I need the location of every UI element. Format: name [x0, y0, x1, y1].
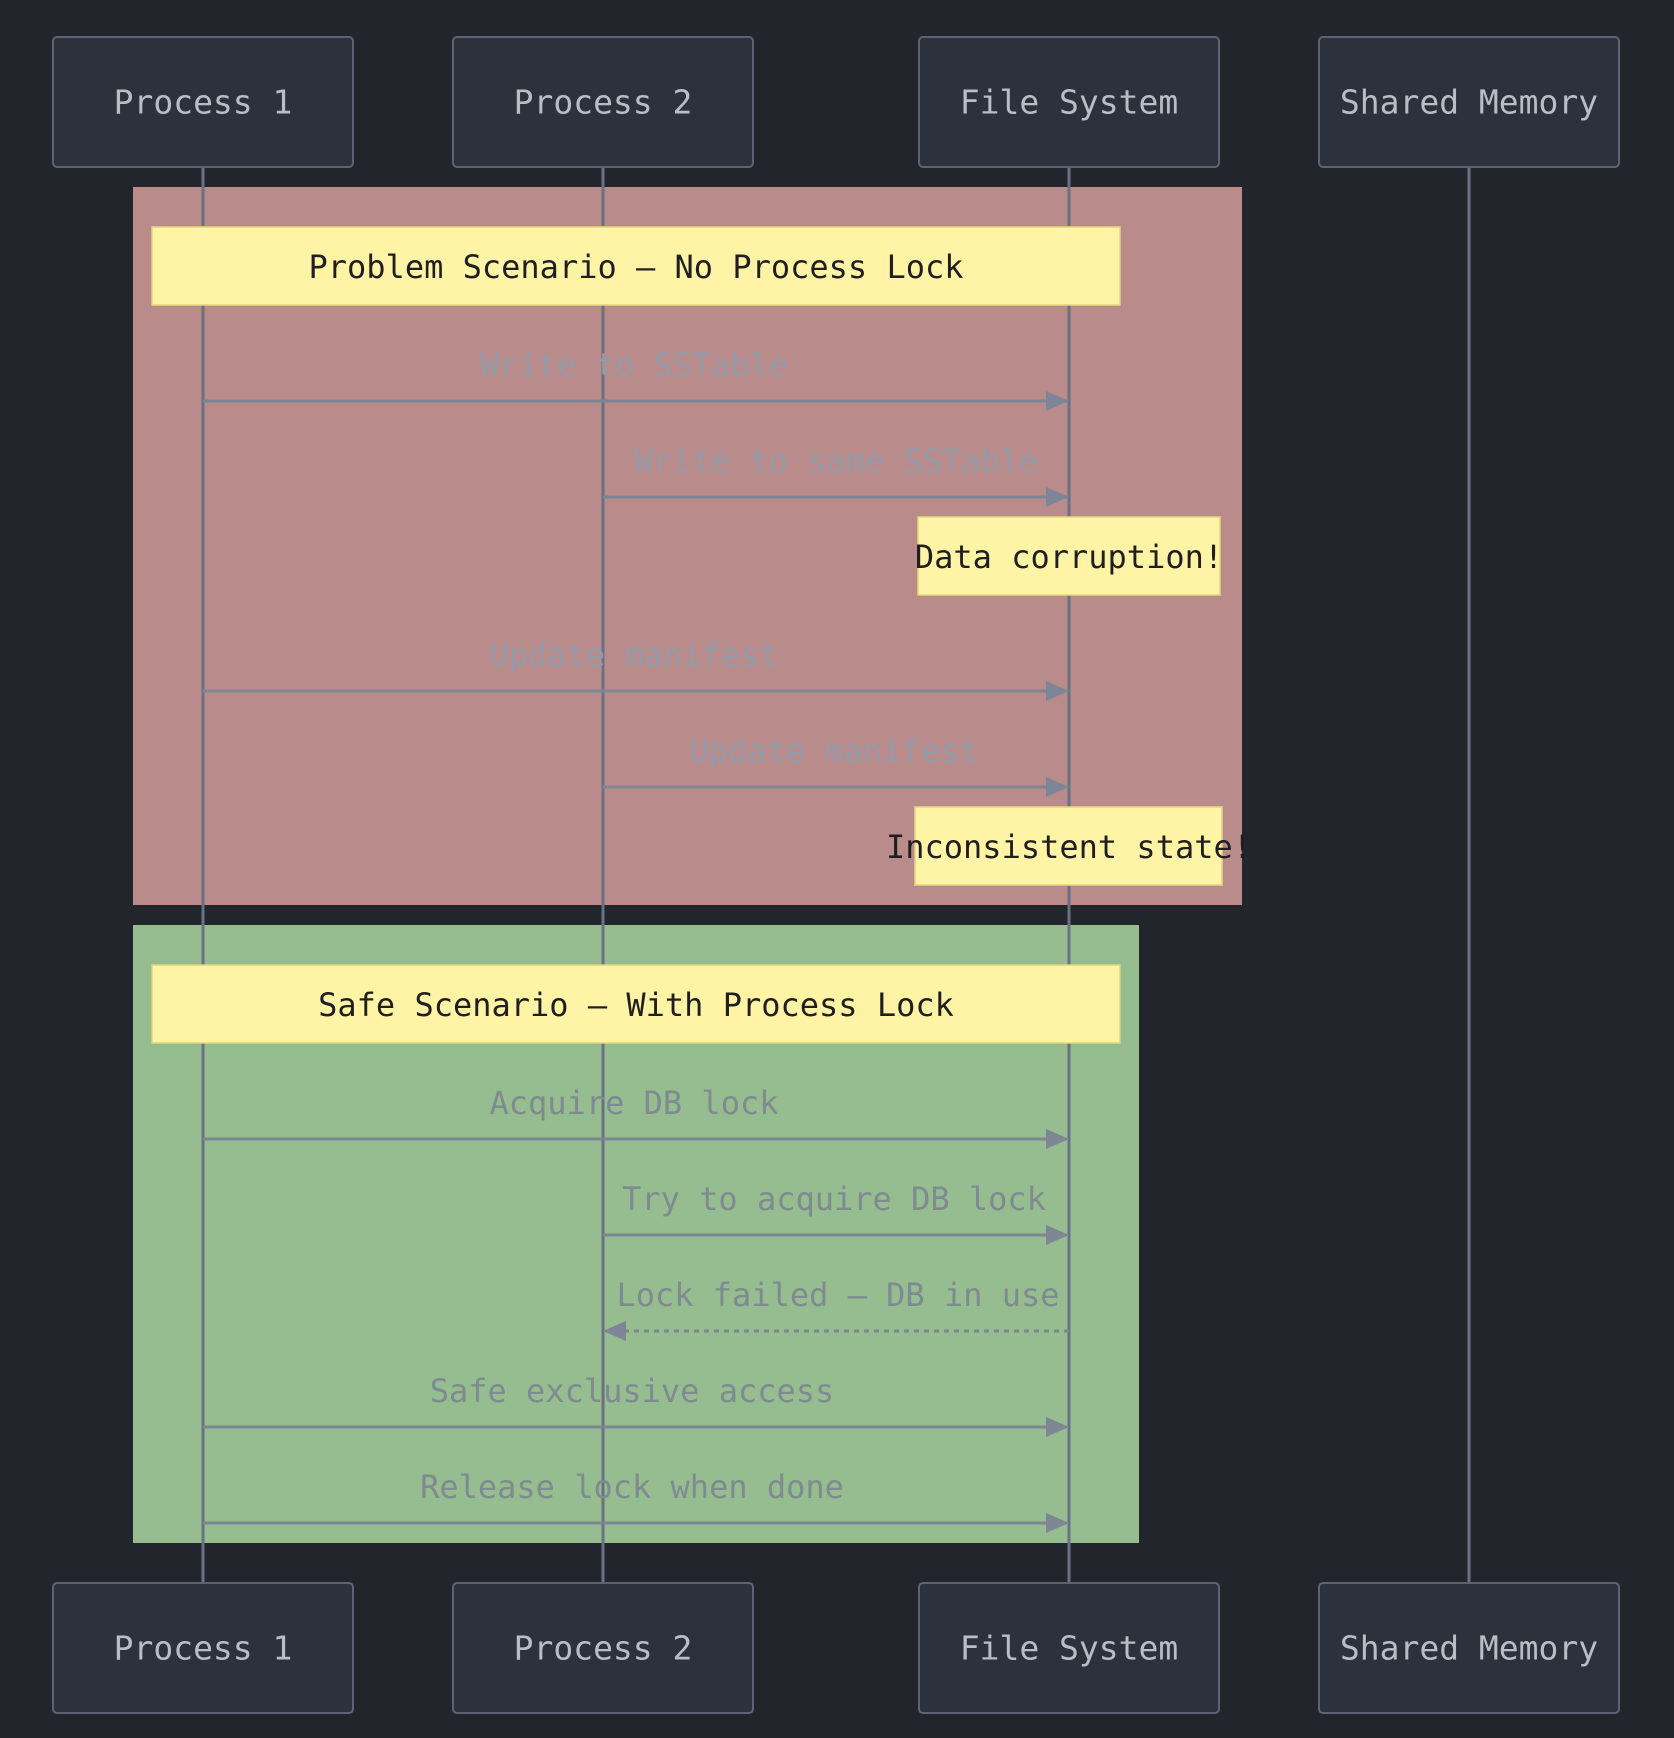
message-lock-failed: Lock failed – DB in use: [603, 1276, 1069, 1341]
message-label: Release lock when done: [420, 1468, 844, 1506]
arrowhead-icon: [1046, 391, 1069, 411]
arrowhead-icon: [603, 1321, 626, 1341]
actor-label: Process 1: [114, 83, 293, 122]
message-update-manifest-p2: Update manifest: [603, 732, 1069, 797]
message-label: Write to SSTable: [480, 346, 788, 384]
message-label: Safe exclusive access: [430, 1372, 835, 1410]
message-safe-exclusive-access: Safe exclusive access: [203, 1372, 1069, 1437]
actor-label: Process 2: [514, 1629, 693, 1668]
actor-process-1-bottom: Process 1: [52, 1582, 354, 1714]
message-update-manifest-p1: Update manifest: [203, 636, 1069, 701]
arrowhead-icon: [1046, 777, 1069, 797]
actor-label: Shared Memory: [1340, 83, 1598, 122]
actor-shared-memory-top: Shared Memory: [1318, 36, 1620, 168]
note-label: Inconsistent state!: [886, 828, 1252, 866]
message-label: Write to same SSTable: [634, 442, 1039, 480]
arrowhead-icon: [1046, 1417, 1069, 1437]
actor-label: Process 2: [514, 83, 693, 122]
message-release-lock: Release lock when done: [203, 1468, 1069, 1533]
actor-process-2-bottom: Process 2: [452, 1582, 754, 1714]
arrowhead-icon: [1046, 1225, 1069, 1245]
actor-process-1-top: Process 1: [52, 36, 354, 168]
message-label: Acquire DB lock: [490, 1084, 779, 1122]
arrowhead-icon: [1046, 1513, 1069, 1533]
arrowhead-icon: [1046, 681, 1069, 701]
safe-scenario-note: Safe Scenario – With Process Lock: [151, 964, 1121, 1044]
arrowhead-icon: [1046, 1129, 1069, 1149]
actor-label: Shared Memory: [1340, 1629, 1598, 1668]
actor-label: Process 1: [114, 1629, 293, 1668]
message-try-acquire-db-lock: Try to acquire DB lock: [603, 1180, 1069, 1245]
message-write-to-sstable: Write to SSTable: [203, 346, 1069, 411]
actor-shared-memory-bottom: Shared Memory: [1318, 1582, 1620, 1714]
actor-process-2-top: Process 2: [452, 36, 754, 168]
message-label: Update manifest: [490, 636, 779, 674]
actor-file-system-top: File System: [918, 36, 1220, 168]
note-label: Data corruption!: [915, 538, 1223, 576]
note-label: Problem Scenario – No Process Lock: [308, 248, 963, 286]
message-label: Lock failed – DB in use: [616, 1276, 1059, 1314]
message-acquire-db-lock: Acquire DB lock: [203, 1084, 1069, 1149]
note-data-corruption: Data corruption!: [915, 516, 1223, 596]
problem-scenario-note: Problem Scenario – No Process Lock: [151, 226, 1121, 306]
message-label: Update manifest: [690, 732, 979, 770]
arrowhead-icon: [1046, 487, 1069, 507]
message-label: Try to acquire DB lock: [622, 1180, 1046, 1218]
actor-label: File System: [960, 83, 1179, 122]
note-label: Safe Scenario – With Process Lock: [318, 986, 954, 1024]
actor-file-system-bottom: File System: [918, 1582, 1220, 1714]
message-write-to-same-sstable: Write to same SSTable: [603, 442, 1069, 507]
actor-label: File System: [960, 1629, 1179, 1668]
note-inconsistent-state: Inconsistent state!: [886, 806, 1252, 886]
